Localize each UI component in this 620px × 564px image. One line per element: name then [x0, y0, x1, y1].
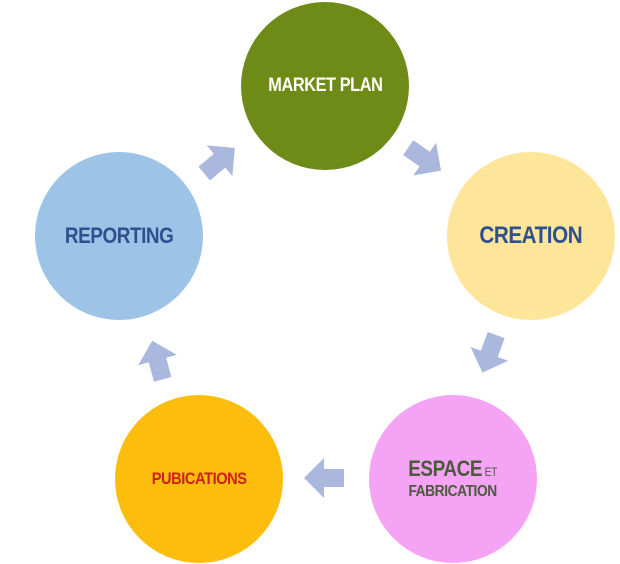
node-publications-label: PUBICATIONS — [151, 469, 247, 488]
arrow-market-to-creation — [403, 140, 442, 176]
node-publications: PUBICATIONS — [115, 395, 283, 563]
node-espace-label: ESPACE — [408, 456, 483, 482]
arrow-reporting-to-market — [198, 145, 235, 181]
arrow-creation-to-espace — [470, 332, 509, 373]
node-creation: CREATION — [447, 152, 615, 320]
node-market-plan-label: MARKET PLAN — [267, 75, 383, 96]
node-espace-label-sub: FABRICATION — [408, 483, 498, 501]
arrow-publications-to-reporting — [138, 340, 177, 382]
node-market-plan: MARKET PLAN — [241, 2, 409, 170]
node-reporting-label: REPORTING — [64, 223, 174, 248]
node-reporting: REPORTING — [35, 152, 203, 320]
node-creation-label: CREATION — [479, 222, 583, 249]
arrow-espace-to-publications — [304, 458, 344, 498]
node-espace-label-et: ET — [485, 465, 498, 480]
